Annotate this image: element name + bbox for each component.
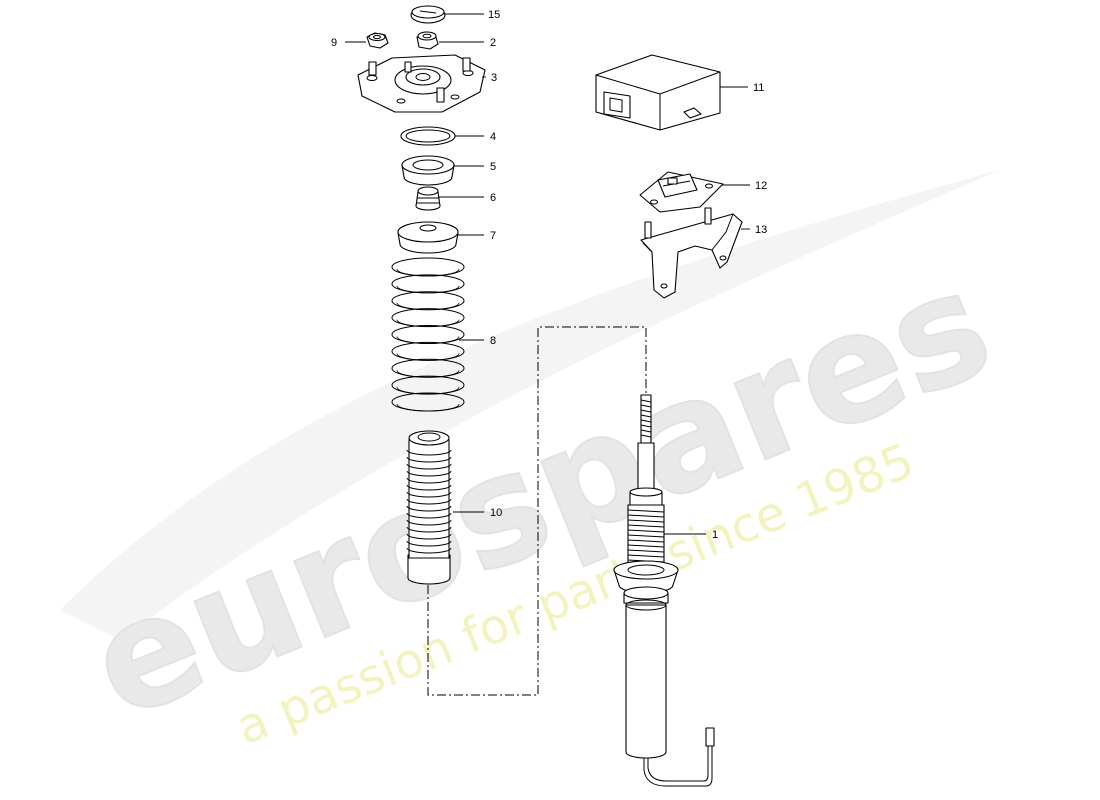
boot-fold (406, 463, 452, 470)
callout-12-label: 12 (755, 180, 767, 192)
callout-6: 6 (439, 192, 496, 204)
boot-fold (406, 477, 452, 484)
callout-5-label: 5 (490, 161, 496, 173)
callout-12: 12 (722, 180, 767, 192)
callout-2: 2 (439, 37, 496, 49)
boot-fold (406, 519, 452, 526)
callout-15: 15 (445, 9, 500, 21)
callout-2-label: 2 (490, 37, 496, 49)
spring-coil-inner (396, 319, 460, 328)
boot-fold (406, 512, 452, 519)
part-sensor-plate (639, 171, 724, 213)
watermark-swoosh (60, 170, 1000, 640)
callout-9: 9 (331, 37, 366, 49)
part-bracket (640, 207, 743, 299)
boot-fold (406, 449, 452, 456)
part-top-mount (357, 54, 486, 113)
callout-8: 8 (459, 335, 496, 347)
part-nut-2 (416, 31, 439, 50)
boot-fold (406, 505, 452, 512)
assembly-outline (427, 326, 647, 696)
callout-13-label: 13 (755, 224, 767, 236)
boot-fold (406, 484, 452, 491)
boot-fold (406, 498, 452, 505)
part-coil-spring (391, 257, 465, 412)
callout-3-label: 3 (491, 72, 497, 84)
part-control-unit (595, 54, 721, 131)
part-bump-stop (415, 186, 441, 211)
boot-base (407, 554, 451, 585)
boot-top-opening (417, 432, 441, 442)
callout-3: 3 (482, 72, 497, 84)
watermark: eurospares a passion for parts since 198… (60, 170, 1014, 756)
part-o-ring (400, 126, 456, 146)
boot-fold (406, 526, 452, 533)
boot-body (408, 439, 450, 559)
callout-7-label: 7 (490, 230, 496, 242)
callouts: 15 2 9 3 4 5 6 7 (331, 9, 767, 541)
part-shock-absorber (613, 394, 715, 787)
callout-4-label: 4 (490, 131, 496, 143)
part-spring-pad (397, 221, 459, 254)
boot-fold (406, 456, 452, 463)
spring-coil-inner (396, 353, 460, 361)
callout-9-label: 9 (331, 37, 337, 49)
callout-6-label: 6 (490, 192, 496, 204)
spring-coil-inner (396, 268, 460, 277)
callout-10-label: 10 (490, 507, 502, 519)
boot-fold (406, 491, 452, 498)
boot-fold (406, 540, 452, 547)
boot-fold (406, 470, 452, 477)
callout-10: 10 (453, 507, 502, 519)
callout-7: 7 (458, 230, 496, 242)
part-nut-9 (366, 32, 389, 49)
callout-1-label: 1 (712, 529, 718, 541)
spring-coil-inner (396, 387, 460, 395)
spring-coil-inner (396, 336, 460, 344)
spring-coil-inner (396, 285, 460, 294)
spring-coil-inner (396, 370, 460, 378)
callout-15-label: 15 (488, 9, 500, 21)
spring-coil-inner (396, 302, 460, 311)
callout-11-label: 11 (753, 82, 764, 94)
callout-11: 11 (720, 82, 764, 94)
part-dust-boot (406, 430, 452, 585)
spring-coil-inner (396, 403, 460, 412)
callout-1: 1 (664, 529, 718, 541)
boot-fold (406, 547, 452, 554)
callout-4: 4 (455, 131, 496, 143)
callout-8-label: 8 (490, 335, 496, 347)
boot-fold (406, 533, 452, 540)
callout-5: 5 (454, 161, 496, 173)
callout-13: 13 (741, 224, 767, 236)
part-cap (410, 5, 446, 24)
boot-top (408, 430, 450, 446)
part-spring-seat (401, 155, 455, 186)
